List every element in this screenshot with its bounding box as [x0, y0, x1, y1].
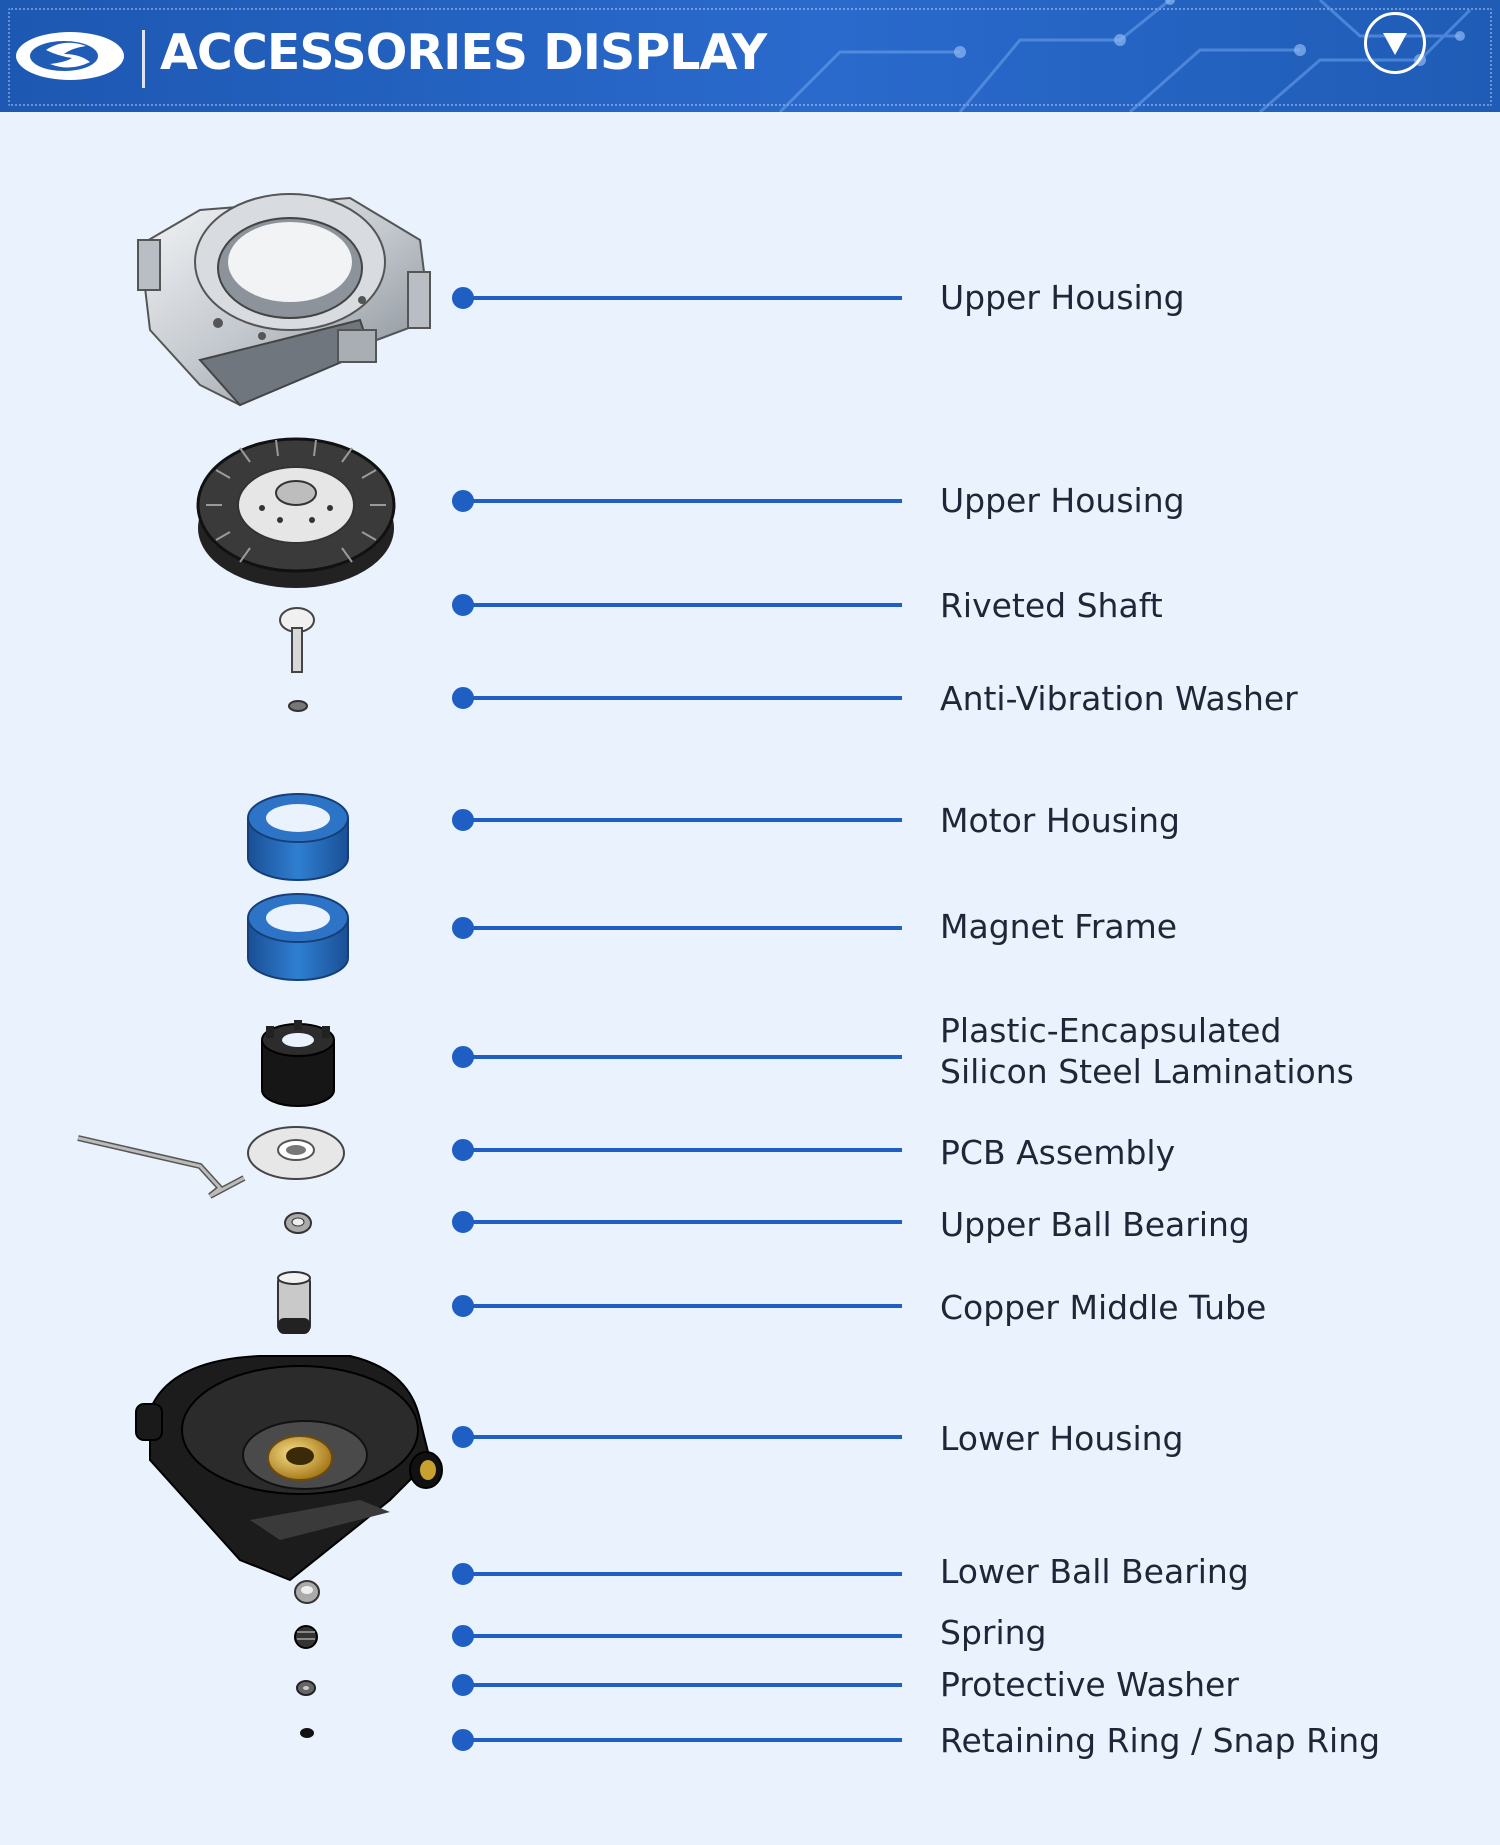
label-copper-middle-tube: Copper Middle Tube — [940, 1288, 1267, 1327]
label-lower-ball-bearing: Lower Ball Bearing — [940, 1552, 1249, 1591]
label-spring: Spring — [940, 1613, 1047, 1652]
leader-dot — [452, 1295, 474, 1317]
label-magnet-frame: Magnet Frame — [940, 907, 1178, 946]
leader-dot — [452, 1625, 474, 1647]
brand-logo-icon — [14, 30, 126, 86]
label-silicon-steel-laminations: Silicon Steel Laminations — [940, 1052, 1354, 1091]
anti-vibration-washer-part — [288, 700, 308, 712]
header-divider — [142, 30, 145, 88]
label-lower-housing: Lower Housing — [940, 1419, 1184, 1458]
chevron-down-button[interactable] — [1364, 12, 1426, 74]
label-retaining-ring: Retaining Ring / Snap Ring — [940, 1721, 1381, 1760]
lower-housing-part — [135, 1355, 443, 1582]
leader-dot — [452, 1674, 474, 1696]
leader-dot — [452, 687, 474, 709]
riveted-shaft-part — [279, 607, 315, 673]
label-protective-washer: Protective Washer — [940, 1665, 1239, 1704]
copper-middle-tube-part — [277, 1271, 311, 1334]
upper-housing-part — [137, 193, 432, 407]
leader-dot — [452, 1426, 474, 1448]
label-plastic-encapsulated: Plastic-Encapsulated — [940, 1011, 1282, 1050]
label-pcb-assembly: PCB Assembly — [940, 1133, 1176, 1172]
leader-dot — [452, 490, 474, 512]
upper-ball-bearing-part — [284, 1212, 312, 1234]
label-upper-housing: Upper Housing — [940, 278, 1185, 317]
lower-ball-bearing-part — [294, 1580, 320, 1604]
leader-dot — [452, 287, 474, 309]
leader-dot — [452, 1139, 474, 1161]
leader-dot — [452, 1211, 474, 1233]
magnet-frame-ring-part — [247, 893, 349, 981]
chevron-down-icon — [1383, 33, 1407, 55]
label-riveted-shaft: Riveted Shaft — [940, 586, 1163, 625]
header-banner: ACCESSORIES DISPLAY — [0, 0, 1500, 112]
label-upper-housing-2: Upper Housing — [940, 481, 1185, 520]
fan-rotor-part — [196, 437, 396, 588]
circuit-pattern-icon — [778, 0, 1472, 112]
stator-laminations-part — [261, 1020, 335, 1107]
retaining-ring-part — [300, 1728, 314, 1738]
motor-housing-ring-part — [247, 793, 349, 881]
leader-dot — [452, 1046, 474, 1068]
leader-dot — [452, 1563, 474, 1585]
header-dotted-border — [8, 8, 1492, 106]
spring-part — [294, 1625, 318, 1649]
leader-dot — [452, 594, 474, 616]
label-anti-vibration-washer: Anti-Vibration Washer — [940, 679, 1298, 718]
leader-dot — [452, 917, 474, 939]
label-motor-housing: Motor Housing — [940, 801, 1180, 840]
page-title: ACCESSORIES DISPLAY — [160, 24, 767, 81]
leader-dot — [452, 809, 474, 831]
pcb-assembly-part — [77, 1126, 345, 1199]
protective-washer-part — [296, 1680, 316, 1696]
leader-dot — [452, 1729, 474, 1751]
label-upper-ball-bearing: Upper Ball Bearing — [940, 1205, 1250, 1244]
